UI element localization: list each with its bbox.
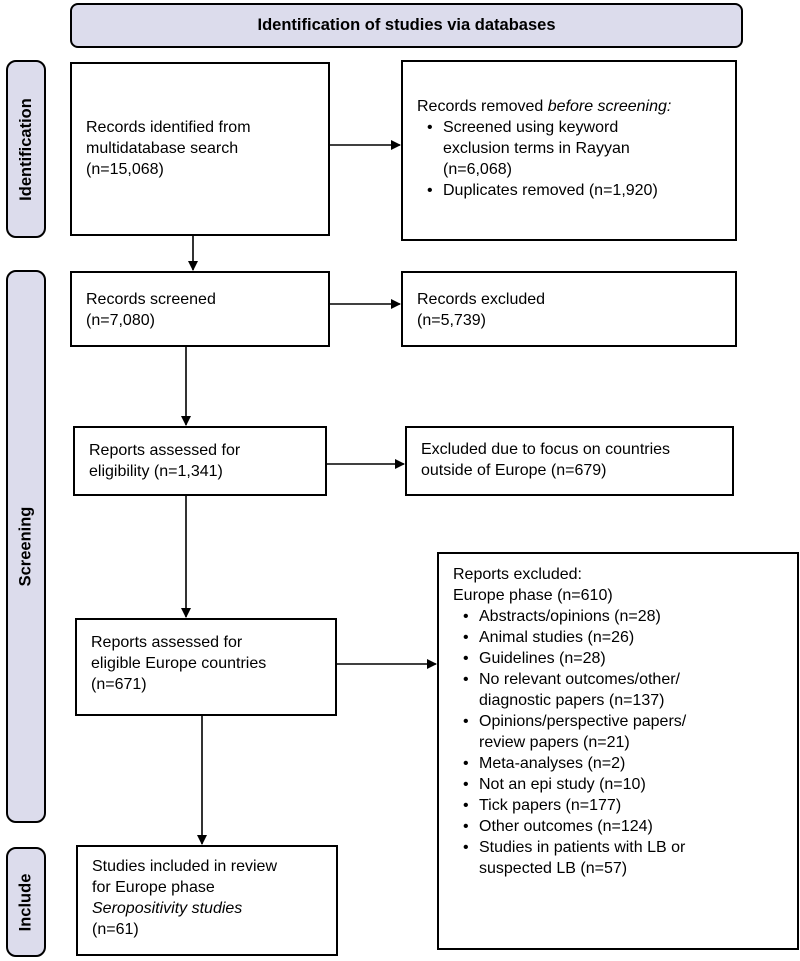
records-excluded-box: Records excluded (n=5,739) xyxy=(401,271,737,347)
reports-excluded-list: Abstracts/opinions (n=28) Animal studies… xyxy=(453,606,797,879)
list-item-line: Screened using keyword xyxy=(443,119,619,136)
excluded-countries-line1: Excluded due to focus on countries xyxy=(421,441,671,458)
records-removed-title-prefix: Records removed xyxy=(417,98,548,115)
studies-included-line2: for Europe phase xyxy=(92,879,215,896)
reports-assessed-europe-line1: Reports assessed for xyxy=(91,634,243,651)
reports-assessed-line1: Reports assessed for xyxy=(89,442,241,459)
list-item: Abstracts/opinions (n=28) xyxy=(453,606,797,627)
records-identified-box: Records identified from multidatabase se… xyxy=(70,62,330,236)
list-item: No relevant outcomes/other/ diagnostic p… xyxy=(453,669,797,711)
studies-included-line3: Seropositivity studies xyxy=(92,900,243,917)
records-identified-line1: Records identified from xyxy=(86,119,251,136)
phase-screening: Screening xyxy=(6,270,46,823)
list-item: Not an epi study (n=10) xyxy=(453,774,797,795)
list-item-line: (n=6,068) xyxy=(443,161,512,178)
reports-excluded-box: Reports excluded: Europe phase (n=610) A… xyxy=(437,552,799,950)
list-item-line: Duplicates removed (n=1,920) xyxy=(443,182,658,199)
list-item-line: suspected LB (n=57) xyxy=(479,860,628,877)
list-item-line: Not an epi study (n=10) xyxy=(479,776,646,793)
list-item-line: Opinions/perspective papers/ xyxy=(479,713,687,730)
list-item-line: Meta-analyses (n=2) xyxy=(479,755,626,772)
records-removed-box: Records removed before screening: Screen… xyxy=(401,60,737,241)
header-title: Identification of studies via databases xyxy=(70,3,743,48)
list-item-line: Guidelines (n=28) xyxy=(479,650,606,667)
list-item-line: No relevant outcomes/other/ xyxy=(479,671,680,688)
list-item: Duplicates removed (n=1,920) xyxy=(417,180,735,201)
records-removed-list: Screened using keyword exclusion terms i… xyxy=(417,117,735,201)
reports-assessed-box: Reports assessed for eligibility (n=1,34… xyxy=(73,426,327,496)
list-item: Screened using keyword exclusion terms i… xyxy=(417,117,735,180)
list-item-line: exclusion terms in Rayyan xyxy=(443,140,630,157)
records-excluded-count: (n=5,739) xyxy=(417,312,486,329)
list-item-line: Other outcomes (n=124) xyxy=(479,818,653,835)
reports-assessed-europe-line2: eligible Europe countries xyxy=(91,655,267,672)
studies-included-count: (n=61) xyxy=(92,921,139,938)
list-item: Studies in patients with LB or suspected… xyxy=(453,837,797,879)
header-title-text: Identification of studies via databases xyxy=(257,16,556,34)
records-screened-line1: Records screened xyxy=(86,291,216,308)
records-screened-box: Records screened (n=7,080) xyxy=(70,271,330,347)
records-identified-count: (n=15,068) xyxy=(86,161,164,178)
excluded-countries-line2: outside of Europe (n=679) xyxy=(421,462,607,479)
records-excluded-line1: Records excluded xyxy=(417,291,546,308)
list-item: Meta-analyses (n=2) xyxy=(453,753,797,774)
reports-assessed-europe-count: (n=671) xyxy=(91,676,147,693)
list-item-line: Studies in patients with LB or xyxy=(479,839,686,856)
list-item-line: Animal studies (n=26) xyxy=(479,629,635,646)
list-item: Tick papers (n=177) xyxy=(453,795,797,816)
list-item-line: Tick papers (n=177) xyxy=(479,797,622,814)
list-item-line: review papers (n=21) xyxy=(479,734,630,751)
phase-identification: Identification xyxy=(6,60,46,238)
reports-assessed-line2: eligibility (n=1,341) xyxy=(89,463,223,480)
list-item-line: Abstracts/opinions (n=28) xyxy=(479,608,661,625)
records-removed-title: Records removed before screening: xyxy=(417,96,735,117)
records-identified-line2: multidatabase search xyxy=(86,140,239,157)
studies-included-box: Studies included in review for Europe ph… xyxy=(76,845,338,956)
reports-assessed-europe-box: Reports assessed for eligible Europe cou… xyxy=(75,618,337,716)
list-item-line: diagnostic papers (n=137) xyxy=(479,692,665,709)
list-item: Animal studies (n=26) xyxy=(453,627,797,648)
phase-include: Include xyxy=(6,847,46,957)
reports-excluded-subtitle: Europe phase (n=610) xyxy=(453,587,613,604)
studies-included-line1: Studies included in review xyxy=(92,858,277,875)
list-item: Guidelines (n=28) xyxy=(453,648,797,669)
list-item: Other outcomes (n=124) xyxy=(453,816,797,837)
records-screened-count: (n=7,080) xyxy=(86,312,155,329)
list-item: Opinions/perspective papers/ review pape… xyxy=(453,711,797,753)
excluded-countries-box: Excluded due to focus on countries outsi… xyxy=(405,426,734,496)
reports-excluded-title: Reports excluded: xyxy=(453,566,582,583)
records-removed-title-emph: before screening: xyxy=(547,98,672,115)
